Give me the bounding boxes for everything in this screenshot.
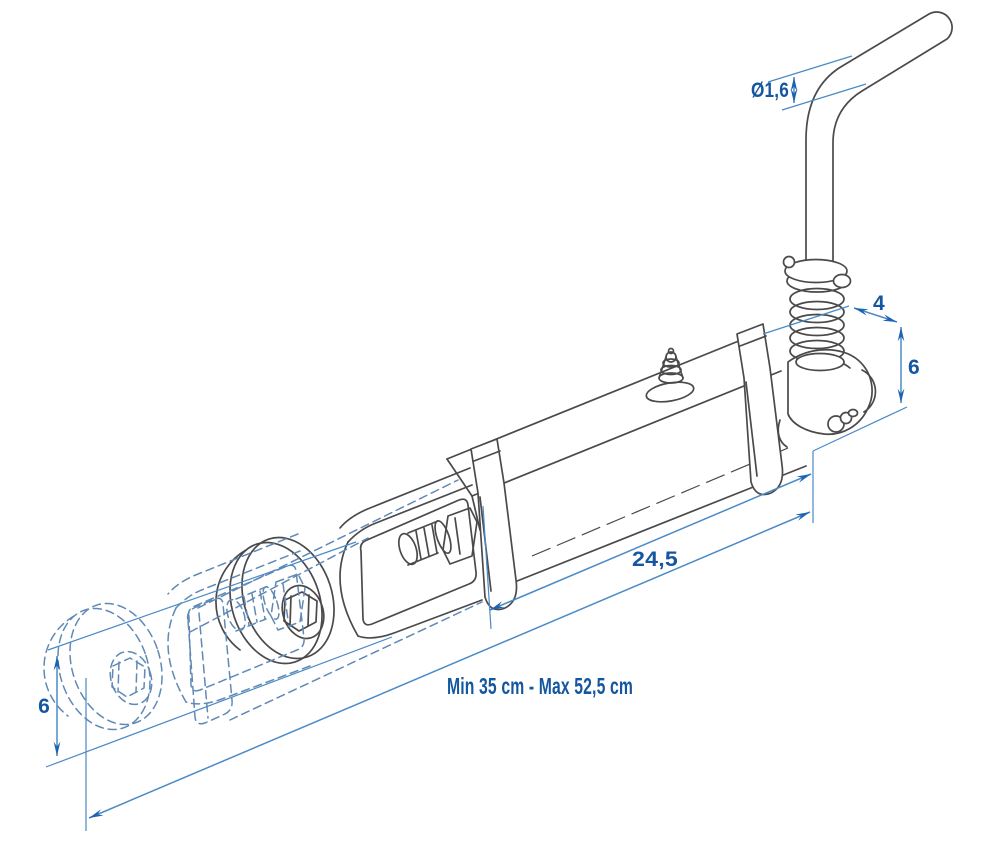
handle-diameter-label: Ø1,6 bbox=[751, 79, 789, 102]
crank-handle bbox=[805, 11, 953, 277]
dim-handle-diameter: Ø1,6 bbox=[751, 55, 867, 111]
dim-wheel-diameter: 6 bbox=[38, 541, 393, 768]
drive-knob bbox=[827, 408, 859, 433]
sliding-foot-assembly bbox=[214, 467, 483, 677]
coil-spring bbox=[789, 287, 845, 372]
dim-housing-height: 6 bbox=[812, 327, 920, 523]
dim-bracket-width: 4 bbox=[762, 292, 898, 335]
outer-tube-length-label: 24,5 bbox=[632, 548, 678, 571]
handle-collar bbox=[782, 255, 852, 293]
phantom-tube-lines bbox=[186, 479, 483, 725]
housing-height-label: 6 bbox=[908, 356, 920, 379]
dim-outer-tube-length: 24,5 bbox=[482, 473, 812, 630]
wheel-diameter-label: 6 bbox=[38, 695, 50, 718]
gear-housing bbox=[777, 348, 877, 448]
bracket-width-label: 4 bbox=[873, 292, 885, 315]
mounting-strap-right bbox=[736, 323, 784, 496]
grease-nipple bbox=[645, 347, 695, 403]
dim-overall-length-range: Min 35 cm - Max 52,5 cm bbox=[85, 511, 811, 831]
overall-length-range-label: Min 35 cm - Max 52,5 cm bbox=[447, 673, 633, 699]
